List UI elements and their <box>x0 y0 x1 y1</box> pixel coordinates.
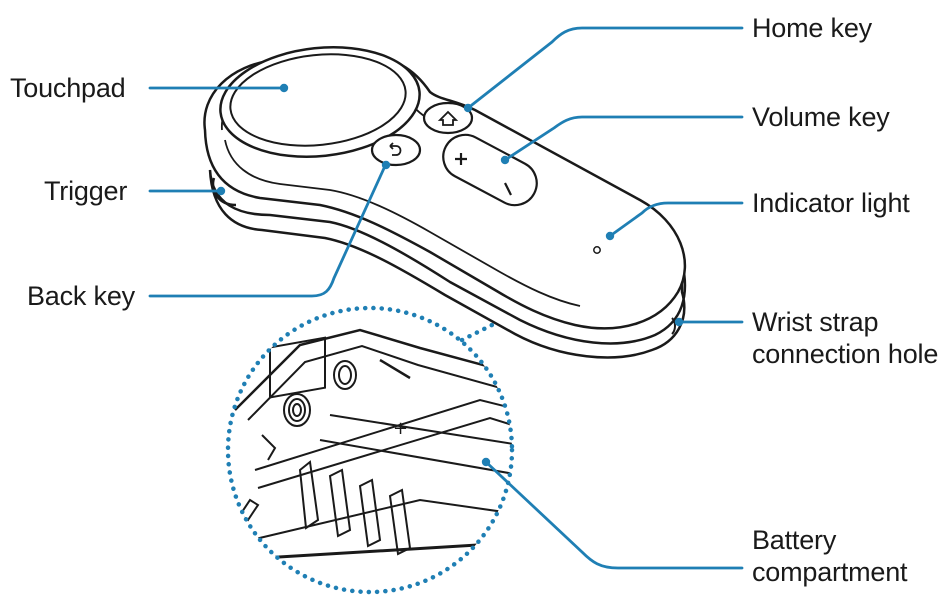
label-wrist-strap: Wrist strap connection hole <box>752 306 938 370</box>
label-wrist-strap-line2: connection hole <box>752 339 939 369</box>
dot-battery <box>481 457 491 467</box>
dot-back-key <box>381 160 391 170</box>
spring-contact <box>333 360 357 390</box>
battery-compartment-inset: + <box>225 305 515 595</box>
label-home-key: Home key <box>752 13 872 43</box>
home-icon <box>437 110 459 126</box>
label-indicator-light: Indicator light <box>752 188 910 218</box>
leader-home-key <box>466 26 744 110</box>
label-volume-key: Volume key <box>752 102 890 132</box>
label-battery-line1: Battery <box>752 525 837 555</box>
dot-home-key <box>463 103 473 113</box>
label-back-key: Back key <box>27 281 135 311</box>
leader-battery <box>484 460 744 570</box>
home-key-button <box>422 101 474 135</box>
label-battery-line2: compartment <box>752 557 908 587</box>
dot-wrist-strap <box>674 317 684 327</box>
label-trigger: Trigger <box>44 176 128 206</box>
minus-icon <box>504 182 512 196</box>
leader-indicator-light <box>608 201 744 238</box>
controller-body <box>203 46 687 359</box>
dot-touchpad <box>279 83 289 93</box>
back-key-button <box>370 133 422 167</box>
indicator-light-dot <box>593 246 601 254</box>
touchpad-surface <box>219 46 421 158</box>
leader-dots <box>216 83 684 467</box>
dot-volume-key <box>500 155 510 165</box>
volume-rocker <box>442 133 538 207</box>
label-wrist-strap-line1: Wrist strap <box>752 307 879 337</box>
dot-indicator-light <box>605 231 615 241</box>
back-arrow-icon <box>389 142 402 156</box>
spring-contact <box>283 393 311 427</box>
leader-lines <box>148 26 744 570</box>
leader-back-key <box>148 164 387 298</box>
plus-icon <box>455 153 467 165</box>
label-battery-compartment: Battery compartment <box>752 524 908 588</box>
label-touchpad: Touchpad <box>10 73 126 103</box>
plus-marker: + <box>393 418 408 439</box>
dot-trigger <box>216 186 226 196</box>
leader-volume-key <box>503 115 744 162</box>
